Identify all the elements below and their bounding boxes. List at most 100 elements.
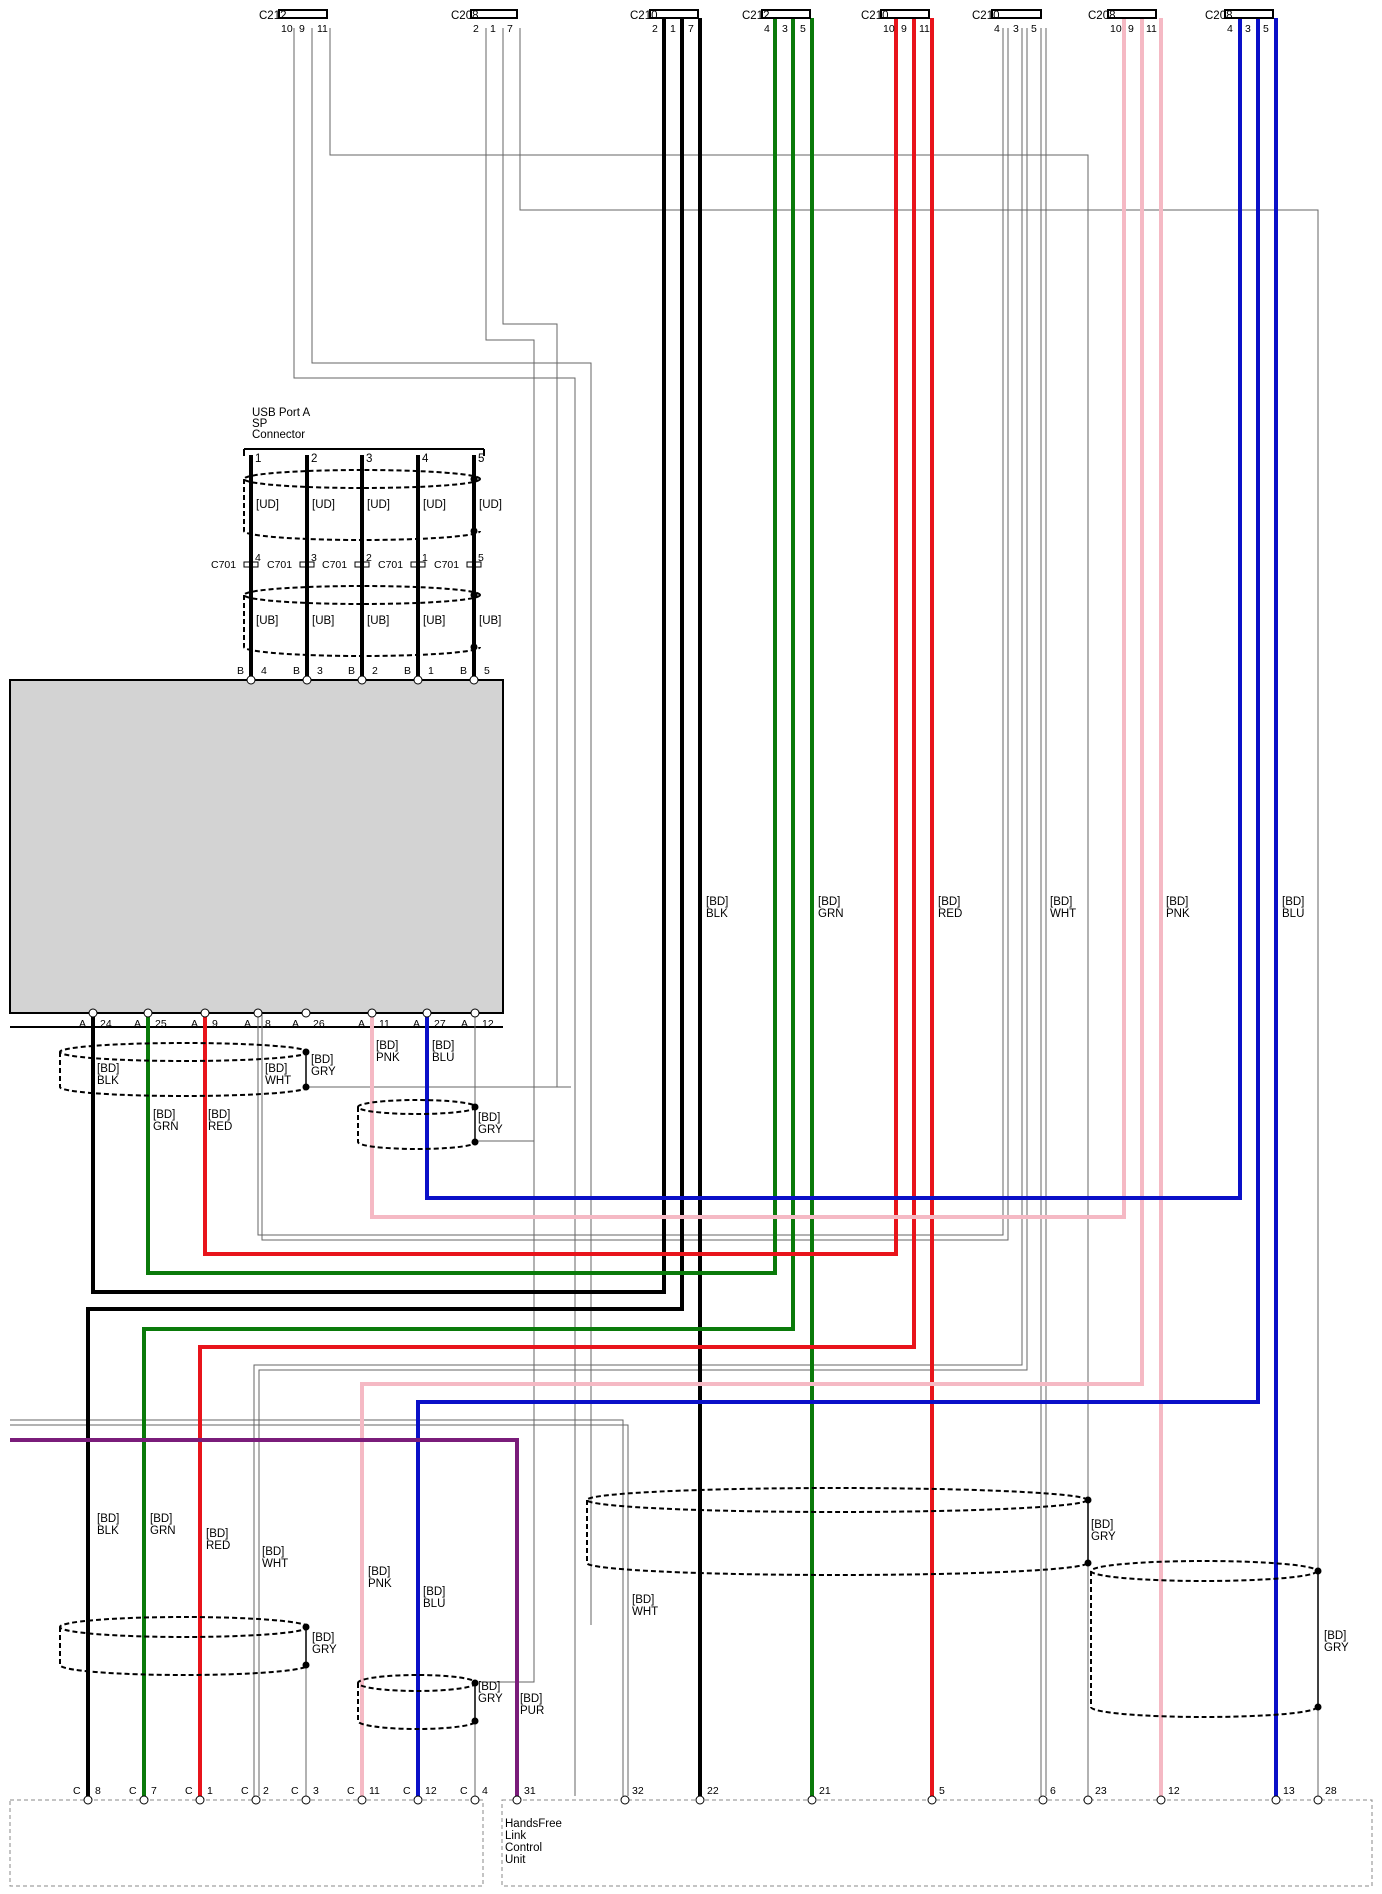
wire-label-code: [BD]	[1050, 896, 1072, 908]
wire-c208-1	[502, 28, 558, 1087]
wire-label-code: [BD]	[265, 1063, 287, 1075]
wire-label-code: [BD]	[208, 1109, 230, 1121]
module-a-pin-number: 11	[379, 1018, 390, 1030]
bundle-label-pnk: [BD]PNK	[1166, 896, 1190, 920]
bundle-label-grn: [BD]GRN	[818, 896, 844, 920]
bottom-pin-letter: C	[347, 1785, 355, 1797]
lower-label-blk: [BD]BLK	[97, 1513, 119, 1537]
wire-pnk-a11	[370, 18, 1126, 1219]
connector-pin-number: 4	[1227, 23, 1233, 35]
module-a-pin-letter: A	[79, 1018, 86, 1030]
module-b-pin-number: 3	[317, 665, 323, 677]
unit-pin-number: 12	[1168, 1785, 1180, 1797]
usb-shield-label-upper: [UD]	[312, 499, 335, 511]
thin-wires	[10, 28, 1319, 1796]
connector-pin-number: 4	[764, 23, 770, 35]
shield-lower-left	[59, 1616, 310, 1676]
wire-blu-c12	[416, 18, 1260, 1796]
wire-label-color: WHT	[1050, 908, 1076, 920]
unit-pin-number: 6	[1050, 1785, 1056, 1797]
lower-label-blu: [BD]BLU	[423, 1586, 445, 1610]
connector-pin-number: 4	[994, 23, 1000, 35]
module-a-pin-number: 8	[265, 1018, 271, 1030]
module-a-pin-number: 9	[212, 1018, 218, 1030]
bottom-pin-letter: C	[291, 1785, 299, 1797]
module-a-pin-letter: A	[292, 1018, 299, 1030]
shield-ud	[243, 469, 481, 541]
c701-label: C701	[211, 559, 236, 571]
wire-blk-a24	[91, 18, 666, 1294]
wire-pnk-c11	[360, 18, 1144, 1796]
module-a-pin-terminal	[470, 1008, 480, 1018]
connector-housing	[761, 9, 811, 19]
wire-grn-a25	[146, 18, 777, 1275]
shield-top-ellipse	[243, 469, 481, 489]
bottom-pin-terminal	[301, 1795, 311, 1805]
handsfree-label-line-2: Link	[505, 1830, 526, 1842]
bottom-pin-letter: C	[241, 1785, 249, 1797]
module-a-pin-number: 24	[100, 1018, 112, 1030]
wire-label-color: WHT	[265, 1075, 291, 1087]
connector-housing	[880, 9, 930, 19]
bundle-label-wht: [BD]WHT	[1050, 896, 1076, 920]
a-side-label-blk: [BD]BLK	[97, 1063, 119, 1087]
shield-lower-mid	[586, 1487, 1092, 1576]
usb-shield-label-lower: [UB]	[479, 615, 501, 627]
wire-label-color: RED	[938, 908, 962, 920]
c701-pin-number: 4	[255, 552, 261, 564]
shield-body	[243, 595, 481, 657]
bundle-label-red: [BD]RED	[938, 896, 962, 920]
bottom-pin-number: 4	[482, 1785, 488, 1797]
wire-label-code: [BD]	[478, 1112, 500, 1124]
wire-wht-left-a	[10, 1419, 624, 1796]
wire-label-color: GRY	[478, 1124, 503, 1136]
unit-pin-terminal	[512, 1795, 522, 1805]
connector-pin-number: 3	[782, 23, 788, 35]
unit-pin-terminal	[927, 1795, 937, 1805]
bottom-pin-number: 11	[369, 1785, 380, 1797]
bottom-pin-letter: C	[185, 1785, 193, 1797]
wire-label-code: [BD]	[1324, 1630, 1346, 1642]
usb-shield-label-upper: [UD]	[423, 499, 446, 511]
usb-pin-number: 2	[311, 453, 317, 465]
c701-housing	[354, 561, 370, 568]
wire-label-code: [BD]	[706, 896, 728, 908]
unit-pin-terminal	[695, 1795, 705, 1805]
wire-label-color: PNK	[1166, 908, 1190, 920]
shield-a-left	[59, 1042, 310, 1097]
module-a-pin-letter: A	[244, 1018, 251, 1030]
connector-pin-number: 11	[919, 23, 930, 35]
c701-housing	[410, 561, 426, 568]
wire-label-code: [BD]	[1282, 896, 1304, 908]
unit-pin-terminal	[1083, 1795, 1093, 1805]
connector-pin-number: 7	[688, 23, 694, 35]
wire-label-code: [BD]	[311, 1054, 333, 1066]
bottom-pin-terminal	[470, 1795, 480, 1805]
c701-label: C701	[267, 559, 292, 571]
wire-pur-31	[10, 1438, 519, 1796]
connector-housing	[1107, 9, 1157, 19]
connector-pin-number: 11	[1146, 23, 1157, 35]
shield-lower-right	[1090, 1560, 1322, 1718]
a-side-label-pnk: [BD]PNK	[376, 1040, 400, 1064]
wire-label-color: WHT	[262, 1558, 288, 1570]
module-b-pin-number: 5	[484, 665, 490, 677]
usb-title-1: USB Port A	[252, 407, 310, 419]
module-a-pin-letter: A	[191, 1018, 198, 1030]
a-side-label-gry: [BD]GRY	[311, 1054, 336, 1078]
connector-pin-number: 2	[652, 23, 658, 35]
usb-shield-label-upper: [UD]	[256, 499, 279, 511]
wire-label-color: RED	[206, 1540, 230, 1552]
wire-c208-7	[519, 28, 1319, 1796]
usb-pin-number: 5	[478, 453, 484, 465]
wire-labels: [BD]BLK[BD]GRN[BD]RED[BD]WHT[BD]PNK[BD]B…	[97, 896, 1349, 1717]
wire-label-code: [BD]	[312, 1632, 334, 1644]
usb-shield-label-lower: [UB]	[256, 615, 278, 627]
module-a-pin-terminal	[143, 1008, 153, 1018]
connector-name: C208	[451, 10, 479, 22]
